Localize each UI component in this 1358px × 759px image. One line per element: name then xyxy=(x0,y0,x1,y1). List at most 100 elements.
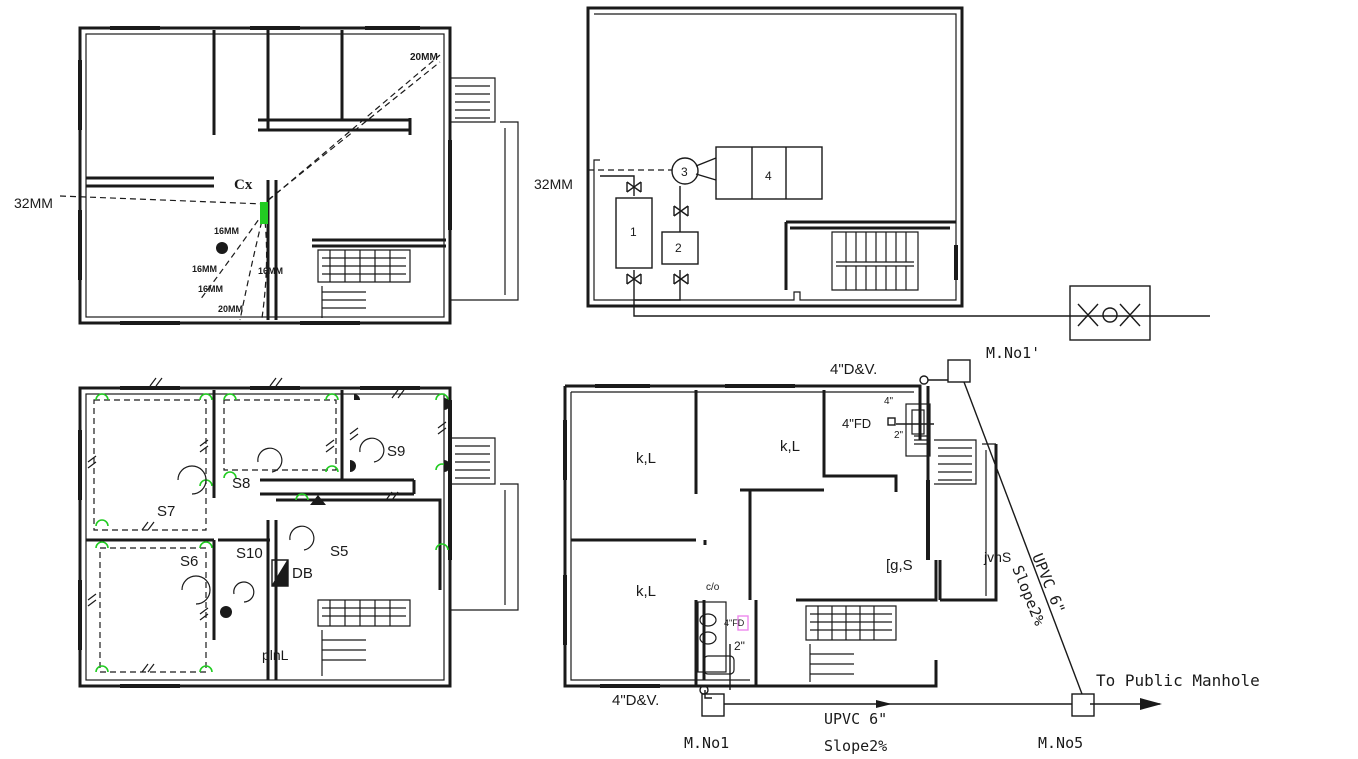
pump-piping xyxy=(600,157,717,301)
pump-stair xyxy=(831,231,919,291)
switch-s6-label: S6 xyxy=(180,553,198,570)
cistern-marker xyxy=(260,202,268,224)
db-label: DB xyxy=(292,565,313,582)
floor-drain-pink xyxy=(737,615,749,631)
switch-s8-label: S8 xyxy=(232,475,250,492)
room-jvhs-label: jvhS xyxy=(983,549,1011,565)
electrical-plan: S5 S6 S7 S8 S9 S10 DB plnL xyxy=(78,377,519,688)
tank-1 xyxy=(615,197,653,269)
pipe-20-bottom-label: 20MM xyxy=(218,304,243,314)
external-stair xyxy=(450,437,519,611)
outer-wall xyxy=(78,386,452,688)
plinth-label: plnL xyxy=(262,647,289,663)
unit-4 xyxy=(715,146,823,200)
sink-icon xyxy=(905,403,931,457)
fd-small-label: 4"FD xyxy=(724,618,745,628)
outer-wall xyxy=(78,26,452,325)
slope-arrow-icon xyxy=(876,700,892,708)
pump-tank-plan: 32MM 1 2 3 4 xyxy=(534,6,1210,341)
flow-arrow-icon xyxy=(1140,698,1162,710)
pump-3 xyxy=(671,157,699,185)
drain-pipes xyxy=(704,379,1160,705)
manhole-top-icon xyxy=(947,359,971,383)
manhole-bottom-right-icon xyxy=(1071,693,1095,717)
socket-icon xyxy=(354,394,450,472)
pipe-16-label: 16MM xyxy=(258,266,283,276)
outer-wall-inner xyxy=(85,393,445,681)
branch-16 xyxy=(199,211,265,301)
tank-2 xyxy=(661,231,699,265)
outer-wall xyxy=(586,6,964,308)
room-kl-label: k,L xyxy=(780,438,800,455)
internal-stair xyxy=(317,599,411,676)
interior-walls xyxy=(571,390,998,688)
light-fitting-icon xyxy=(95,393,449,673)
switch-s9-label: S9 xyxy=(387,443,405,460)
wiring-hatch-icon xyxy=(87,377,447,673)
switch-arc-icon xyxy=(177,437,385,605)
room-gs-label: [g,S xyxy=(886,557,913,574)
external-stair xyxy=(934,439,996,596)
pipe-4-label: 4" xyxy=(884,396,894,407)
interior-walls xyxy=(86,30,412,188)
db-fill xyxy=(272,560,288,586)
pipe-2-label: 2" xyxy=(734,639,745,653)
pipe-16-label: 16MM xyxy=(214,226,239,236)
main-size-label: 32MM xyxy=(14,195,53,211)
pipe-16-label: 16MM xyxy=(192,264,217,274)
socket-icon xyxy=(350,460,356,472)
diag-drain-pipe xyxy=(963,381,1083,695)
switch-s5-label: S5 xyxy=(330,543,348,560)
interior-walls xyxy=(86,390,442,680)
branch-16b xyxy=(239,211,265,321)
water-supply-plan: 32MM Cx 20MM 16MM 16MM 16MM 16MM 20MM xyxy=(14,26,519,325)
bottom-pipe-label: UPVC 6" xyxy=(824,710,887,728)
internal-stair xyxy=(805,605,897,682)
interior-walls xyxy=(784,220,956,290)
outer-wall xyxy=(563,384,930,688)
tank-2-label: 2 xyxy=(675,241,682,255)
valve-icon xyxy=(626,181,689,285)
co-label: c/o xyxy=(706,582,720,593)
pipe-20-label: 20MM xyxy=(410,52,438,63)
internal-stair xyxy=(317,249,411,318)
pipe-16-label: 16MM xyxy=(198,284,223,294)
fd-label: 4"FD xyxy=(842,416,871,431)
pump-main-size-label: 32MM xyxy=(534,176,573,192)
manhole-top-label: M.No1' xyxy=(986,344,1040,362)
branch-20 xyxy=(261,211,268,319)
pipe-2-label: 2" xyxy=(894,430,904,441)
point-dot xyxy=(220,606,232,618)
conduit-runs xyxy=(93,399,337,673)
outer-wall-inner xyxy=(593,13,957,301)
dv-top-label: 4"D&V. xyxy=(830,361,877,378)
supply-pipe-20 xyxy=(267,61,441,201)
riser-dot xyxy=(216,242,228,254)
floor-drain-icon xyxy=(887,417,896,426)
interior-walls-2 xyxy=(266,180,446,320)
meter-assembly-icon xyxy=(1069,285,1151,341)
to-public-manhole-label: To Public Manhole xyxy=(1096,671,1260,690)
drainage-plan: k,L k,L k,L [g,S jvhS c/o 4"D&V. 4"D&V. … xyxy=(563,344,1260,755)
outer-wall-inner xyxy=(85,33,445,318)
room-kl-label: k,L xyxy=(636,450,656,467)
pump-3-label: 3 xyxy=(681,165,688,179)
dv-riser-icon xyxy=(919,375,929,385)
outer-wall-inner xyxy=(570,391,914,681)
tank-1-label: 1 xyxy=(630,225,637,239)
unit-4-label: 4 xyxy=(765,169,772,183)
outlet-pipe xyxy=(633,300,1210,317)
bottom-slope-label: Slope2% xyxy=(824,737,887,755)
manhole-bottom-left-icon xyxy=(701,693,725,717)
external-stair xyxy=(450,77,519,301)
switch-s7-label: S7 xyxy=(157,503,175,520)
cx-label: Cx xyxy=(234,177,253,193)
manhole-bottom-right-label: M.No5 xyxy=(1038,734,1083,752)
unit-4-dividers xyxy=(751,147,787,199)
fan-point-icon xyxy=(310,495,326,505)
switch-s10-label: S10 xyxy=(236,545,263,562)
dv-bottom-label: 4"D&V. xyxy=(612,692,659,709)
room-kl-label: k,L xyxy=(636,583,656,600)
manhole-bottom-left-label: M.No1 xyxy=(684,734,729,752)
